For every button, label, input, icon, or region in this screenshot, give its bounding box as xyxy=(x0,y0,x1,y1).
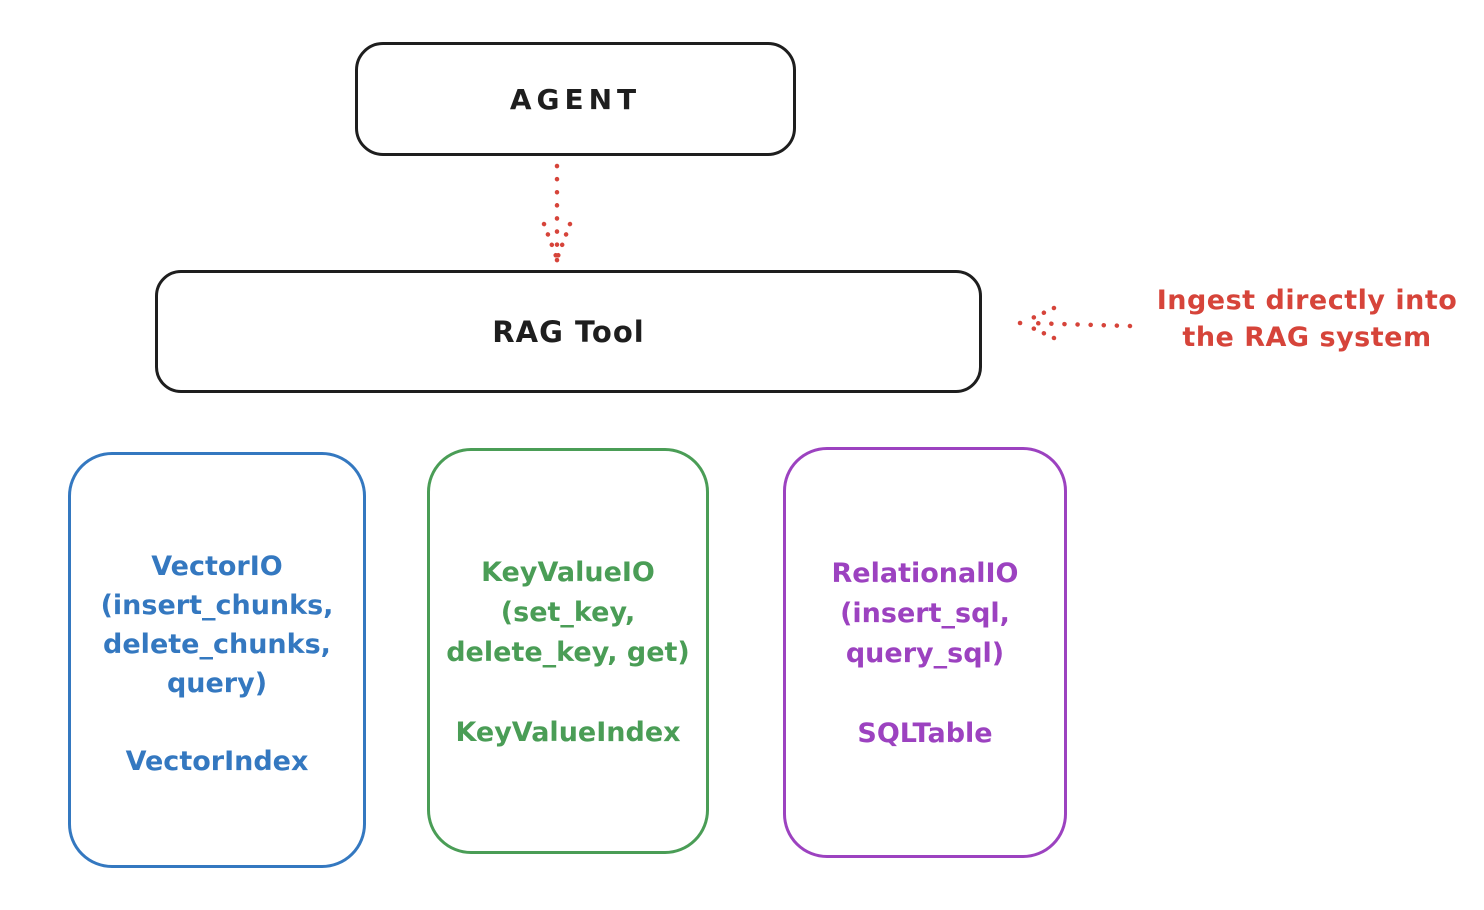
vector-io-node: VectorIO (insert_chunks, delete_chunks, … xyxy=(68,452,366,868)
rag-tool-node: RAG Tool xyxy=(155,270,982,393)
vector-index-label: VectorIndex xyxy=(125,746,309,777)
relational-io-methods-line: (insert_sql, xyxy=(840,598,1010,629)
dotted-arrow-left-icon xyxy=(1017,305,1133,341)
spacer-line xyxy=(71,703,363,742)
vector-io-methods-line: delete_chunks, xyxy=(103,629,331,660)
vector-io-methods-line: (insert_chunks, xyxy=(100,590,334,621)
keyvalue-index-label: KeyValueIndex xyxy=(455,717,681,748)
keyvalue-io-title: KeyValueIO xyxy=(481,557,655,588)
ingest-annotation-line-1: Ingest directly into xyxy=(1156,285,1458,316)
spacer-line xyxy=(430,673,706,713)
relational-io-methods-line: query_sql) xyxy=(845,638,1005,669)
agent-label: AGENT xyxy=(509,82,642,116)
dotted-arrow-down-icon xyxy=(541,163,573,263)
sql-table-label: SQLTable xyxy=(857,718,993,749)
keyvalue-io-methods-line: (set_key, xyxy=(500,597,636,628)
ingest-annotation-line-2: the RAG system xyxy=(1182,322,1432,353)
vector-io-title: VectorIO xyxy=(151,551,283,582)
spacer-line xyxy=(786,674,1064,714)
rag-tool-label: RAG Tool xyxy=(492,314,645,349)
relational-io-title: RelationalIO xyxy=(831,558,1019,589)
vector-io-methods-line: query) xyxy=(166,668,268,699)
relational-io-node: RelationalIO (insert_sql, query_sql) SQL… xyxy=(783,447,1067,858)
ingest-annotation: Ingest directly into the RAG system xyxy=(1130,282,1484,356)
keyvalue-io-node: KeyValueIO (set_key, delete_key, get) Ke… xyxy=(427,448,709,854)
agent-node: AGENT xyxy=(355,42,796,156)
keyvalue-io-methods-line: delete_key, get) xyxy=(446,637,690,668)
